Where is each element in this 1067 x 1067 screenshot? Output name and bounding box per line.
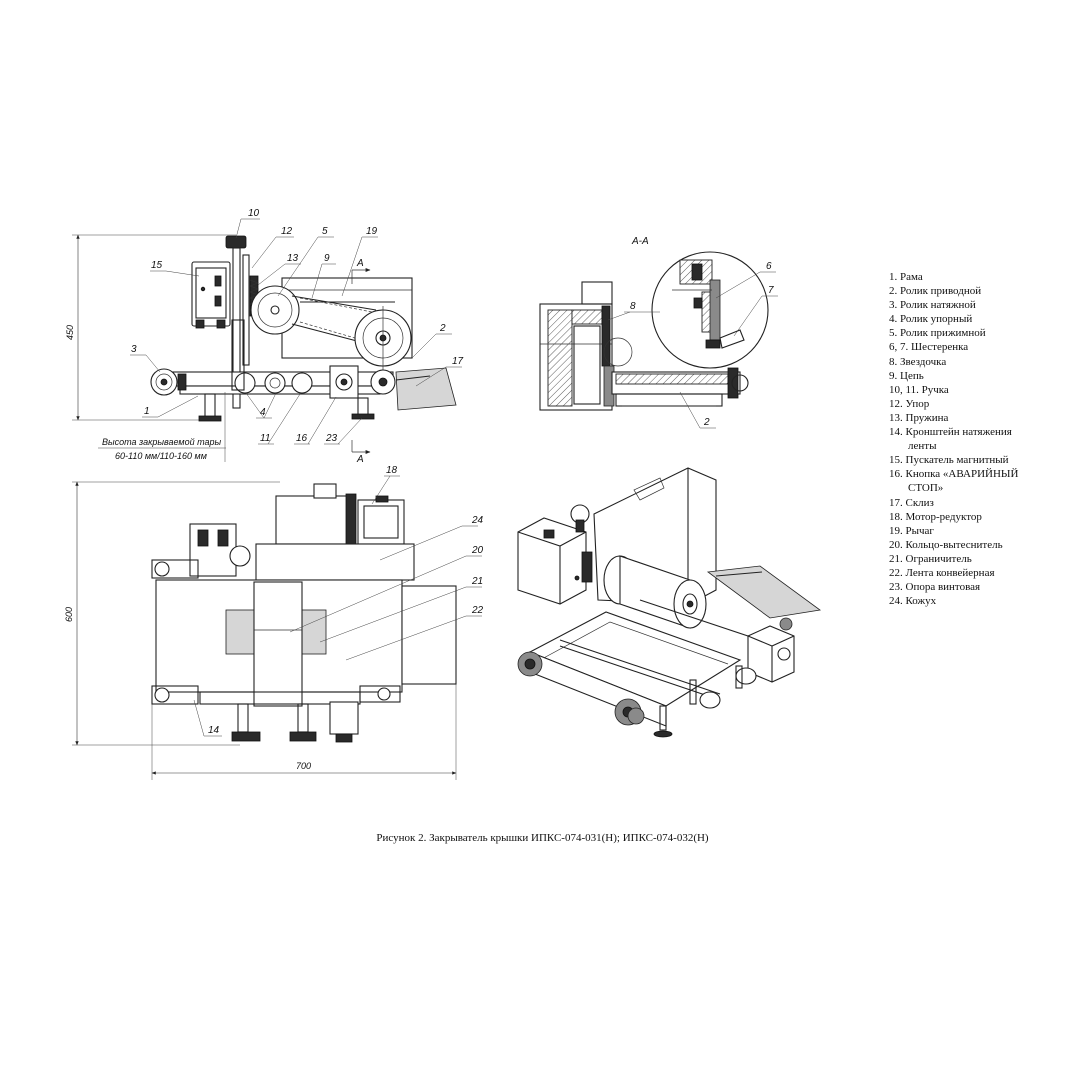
dim-height-front: 450: [65, 325, 75, 340]
callout-number: 7: [768, 285, 774, 296]
callout-number: 1: [144, 406, 150, 417]
callout-number: 17: [452, 356, 464, 367]
legend-item-label: 10, 11. Ручка: [889, 383, 949, 396]
callout-number: 16: [296, 433, 308, 444]
legend-item-label: 19. Рычаг: [889, 524, 934, 537]
legend-item: 6, 7. Шестеренка: [889, 340, 1059, 354]
legend-item: 13. Пружина: [889, 411, 1059, 425]
callout-number: 23: [325, 433, 338, 444]
container-height-label: Высота закрываемой тары: [102, 437, 221, 447]
isometric-view: [517, 467, 822, 738]
callout-number: 15: [151, 260, 163, 271]
callout-number: 14: [208, 725, 220, 736]
legend-item: 4. Ролик упорный: [889, 312, 1059, 326]
callout-number: 18: [386, 465, 398, 476]
section-mark-bottom: А: [356, 454, 364, 465]
legend-item-label: 21. Ограничитель: [889, 552, 972, 565]
top-view: 600 700: [64, 465, 484, 780]
legend-item: 8. Звездочка: [889, 355, 1059, 369]
callout-number: 21: [471, 576, 483, 587]
callout-number: 24: [471, 515, 484, 526]
section-callouts: 6 7 8 2: [630, 261, 774, 428]
callout-number: 9: [324, 253, 330, 264]
legend-item: 21. Ограничитель: [889, 552, 1059, 566]
legend-item: 1. Рама: [889, 270, 1059, 284]
legend-item-label: 1. Рама: [889, 271, 923, 283]
legend-item-label: 4. Ролик упорный: [889, 313, 973, 326]
section-view: А-А 6 7: [539, 236, 778, 429]
top-callouts: 18 24 20 21 22 14: [208, 465, 484, 736]
dim-width-top: 700: [296, 761, 311, 771]
legend-item-continuation: СТОП»: [908, 482, 944, 495]
figure-caption: Рисунок 2. Закрыватель крышки ИПКС-074-0…: [0, 832, 1067, 844]
callout-number: 4: [260, 407, 266, 418]
legend-item-label: 22. Лента конвейерная: [889, 566, 995, 579]
legend-item: 22. Лента конвейерная: [889, 566, 1059, 580]
figure-caption-text: Рисунок 2. Закрыватель крышки ИПКС-074-0…: [376, 832, 709, 844]
callout-number: 8: [630, 301, 636, 312]
legend-item: 10, 11. Ручка: [889, 383, 1059, 397]
front-leaders: [130, 218, 462, 445]
legend-item: 3. Ролик натяжной: [889, 298, 1059, 312]
legend-item-label: 13. Пружина: [889, 411, 949, 424]
callout-number: 10: [248, 208, 260, 219]
legend-item: 17. Склиз: [889, 496, 1059, 510]
legend-item-label: 15. Пускатель магнитный: [889, 454, 1009, 467]
legend-item-label: 3. Ролик натяжной: [889, 299, 976, 312]
legend-item-label: 14. Кронштейн натяжения: [889, 426, 1012, 439]
callout-number: 12: [281, 226, 293, 237]
legend-item: 5. Ролик прижимной: [889, 326, 1059, 340]
legend-item-label: 9. Цепь: [889, 369, 924, 382]
callout-number: 20: [471, 545, 484, 556]
dim-height-top: 600: [64, 607, 74, 622]
legend-item: 15. Пускатель магнитный: [889, 453, 1059, 467]
legend-item-label: 24. Кожух: [889, 595, 937, 608]
callout-number: 22: [471, 605, 484, 616]
legend-item: 18. Мотор-редуктор: [889, 510, 1059, 524]
legend-item: 12. Упор: [889, 397, 1059, 411]
section-title: А-А: [631, 236, 649, 247]
callout-number: 3: [131, 344, 137, 355]
front-callouts: 10 12 5 19 15 13 9 2 3 17 1 4 11 16 23: [131, 208, 464, 444]
legend-item-label: 6, 7. Шестеренка: [889, 341, 969, 354]
legend-item-label: 18. Мотор-редуктор: [889, 510, 982, 523]
section-mark-top: А: [356, 258, 364, 269]
legend-item-label: 2. Ролик приводной: [889, 285, 982, 298]
legend-item-label: 23. Опора винтовая: [889, 581, 981, 594]
legend-item-continuation: ленты: [908, 440, 937, 453]
callout-number: 2: [703, 417, 710, 428]
legend-item: 23. Опора винтовая: [889, 580, 1059, 594]
front-view: 450: [65, 208, 464, 465]
legend-item-label: 16. Кнопка «АВАРИЙНЫЙ: [889, 468, 1019, 481]
container-height-values: 60-110 мм/110-160 мм: [115, 451, 207, 461]
callout-number: 13: [287, 253, 299, 264]
callout-number: 11: [260, 433, 270, 444]
legend-item: 9. Цепь: [889, 369, 1059, 383]
legend-item: 19. Рычаг: [889, 524, 1059, 538]
legend-item-label: 5. Ролик прижимной: [889, 327, 986, 340]
legend-item: 2. Ролик приводной: [889, 284, 1059, 298]
callout-number: 5: [322, 226, 328, 237]
legend-item-label: 12. Упор: [889, 397, 930, 410]
callout-number: 2: [439, 323, 446, 334]
legend-item: 24. Кожух: [889, 594, 1059, 608]
legend-item: 20. Кольцо-вытеснитель: [889, 538, 1059, 552]
legend-item-label: 17. Склиз: [889, 496, 934, 509]
legend-item-label: 20. Кольцо-вытеснитель: [889, 538, 1003, 551]
callout-number: 19: [366, 226, 378, 237]
callout-number: 6: [766, 261, 772, 272]
legend-item-label: 8. Звездочка: [889, 355, 947, 368]
